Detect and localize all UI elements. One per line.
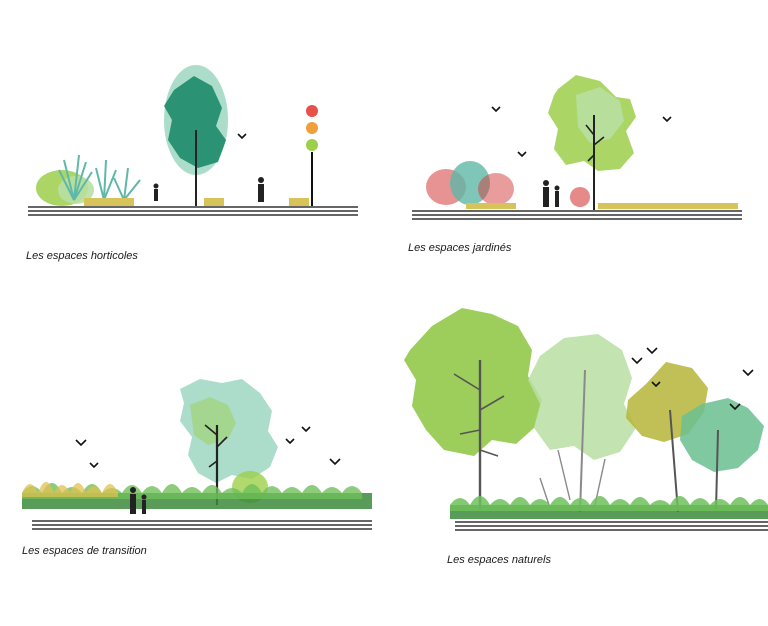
transition-illustration [22,379,372,530]
bird-icon [301,426,311,433]
person-icon [130,487,136,514]
panel-naturels [400,300,768,540]
shrub-icon [426,161,590,207]
tree-icon [680,398,764,511]
hedge-shape [466,203,516,209]
bird-icon [662,116,672,123]
bird-icon [491,106,501,113]
hedge-shape [204,198,224,206]
grass-icon [22,482,372,509]
panel-jardines [408,55,748,225]
ground-line [412,210,742,220]
tree-icon [528,334,636,513]
bird-icon [75,439,87,447]
horticoles-illustration [28,65,358,216]
person-icon [554,185,560,207]
caption-transition: Les espaces de transition [22,545,147,557]
bird-icon [237,133,247,140]
bird-icon [329,458,341,466]
tree-icon [180,379,278,505]
caption-naturels: Les espaces naturels [447,554,551,566]
bird-icon [729,403,741,411]
bird-icon [89,462,99,469]
person-icon [153,183,159,201]
tree-icon [548,75,636,210]
panel-horticoles [24,60,364,225]
tree-icon [404,308,542,510]
ground-line [28,206,358,216]
bird-icon [285,438,295,445]
bird-icon [517,151,527,158]
bird-icon [646,347,658,355]
bird-icon [631,357,643,365]
hedge-shape [84,198,134,206]
bird-icon [742,369,754,377]
grass-icon [450,496,768,519]
grass-icon [58,154,141,201]
naturels-illustration [404,308,768,531]
traffic-light-icon [306,105,318,206]
caption-horticoles: Les espaces horticoles [26,250,138,262]
tree-icon [164,65,228,206]
hedge-shape [598,203,738,209]
hedge-shape [289,198,309,206]
person-icon [258,177,264,202]
bird-icon [651,381,661,388]
caption-jardines: Les espaces jardinés [408,242,512,254]
ground-line [32,520,372,530]
person-icon [543,180,549,207]
jardines-illustration [412,75,742,220]
person-icon [141,494,147,514]
ground-line [455,521,768,531]
panel-transition [22,365,377,535]
